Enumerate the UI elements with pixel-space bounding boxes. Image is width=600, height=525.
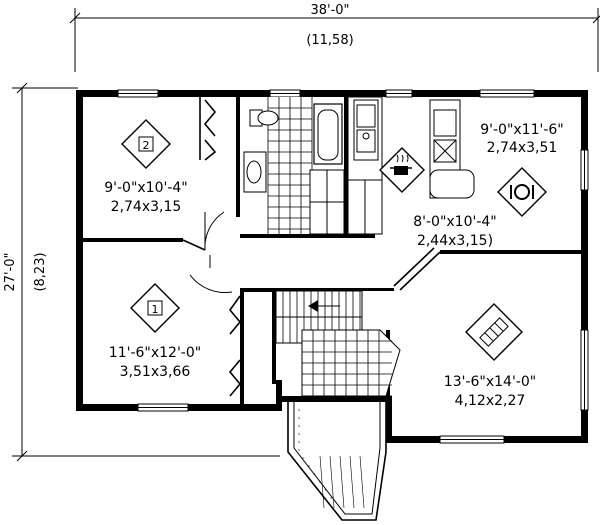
dining-size-m: 2,74x3,51 bbox=[487, 140, 558, 156]
width-ft-label: 38'-0" bbox=[310, 3, 349, 18]
bedroom-1-badge: 1 bbox=[130, 283, 180, 333]
width-m-label: (11,58) bbox=[306, 33, 353, 48]
bedroom-1-badge-number: 1 bbox=[152, 303, 159, 316]
dimension-width: 38'-0" (11,58) bbox=[69, 3, 600, 72]
bedroom-2-size-m: 2,74x3,15 bbox=[111, 199, 182, 215]
dimension-depth: 27'-0" (8,23) bbox=[3, 82, 280, 462]
kitchen-size-m: 2,44x3,15) bbox=[417, 233, 493, 249]
living-size-m: 4,12x2,27 bbox=[455, 393, 526, 409]
dining-size-ft: 9'-0"x11'-6" bbox=[480, 122, 564, 138]
bathroom bbox=[240, 97, 345, 235]
dining-plate-icon bbox=[497, 167, 547, 217]
kitchen-counters bbox=[347, 96, 475, 235]
kitchen-pot-icon bbox=[379, 147, 425, 193]
stair-arrow bbox=[308, 300, 318, 312]
entry-foyer bbox=[301, 329, 401, 397]
depth-m-label: (8,23) bbox=[33, 252, 48, 291]
porch bbox=[287, 402, 387, 521]
kitchen-size-ft: 8'-0"x10'-4" bbox=[413, 214, 497, 230]
sofa-icon bbox=[465, 303, 523, 361]
bedroom-1-size-ft: 11'-6"x12'-0" bbox=[109, 345, 201, 361]
depth-ft-label: 27'-0" bbox=[3, 252, 18, 291]
toilet-icon bbox=[249, 109, 279, 127]
bedroom-1-size-m: 3,51x3,66 bbox=[120, 364, 191, 380]
bedroom-2-badge-number: 2 bbox=[143, 139, 150, 152]
windows bbox=[117, 89, 589, 444]
interior-walls bbox=[83, 97, 581, 404]
closet-doors-bedroom-2 bbox=[199, 97, 217, 161]
bedroom-2-size-ft: 9'-0"x10'-4" bbox=[104, 180, 188, 196]
living-size-ft: 13'-6"x14'-0" bbox=[444, 374, 536, 390]
closet-doors-bedroom-1 bbox=[228, 295, 242, 397]
bedroom-2-badge: 2 bbox=[121, 119, 171, 169]
